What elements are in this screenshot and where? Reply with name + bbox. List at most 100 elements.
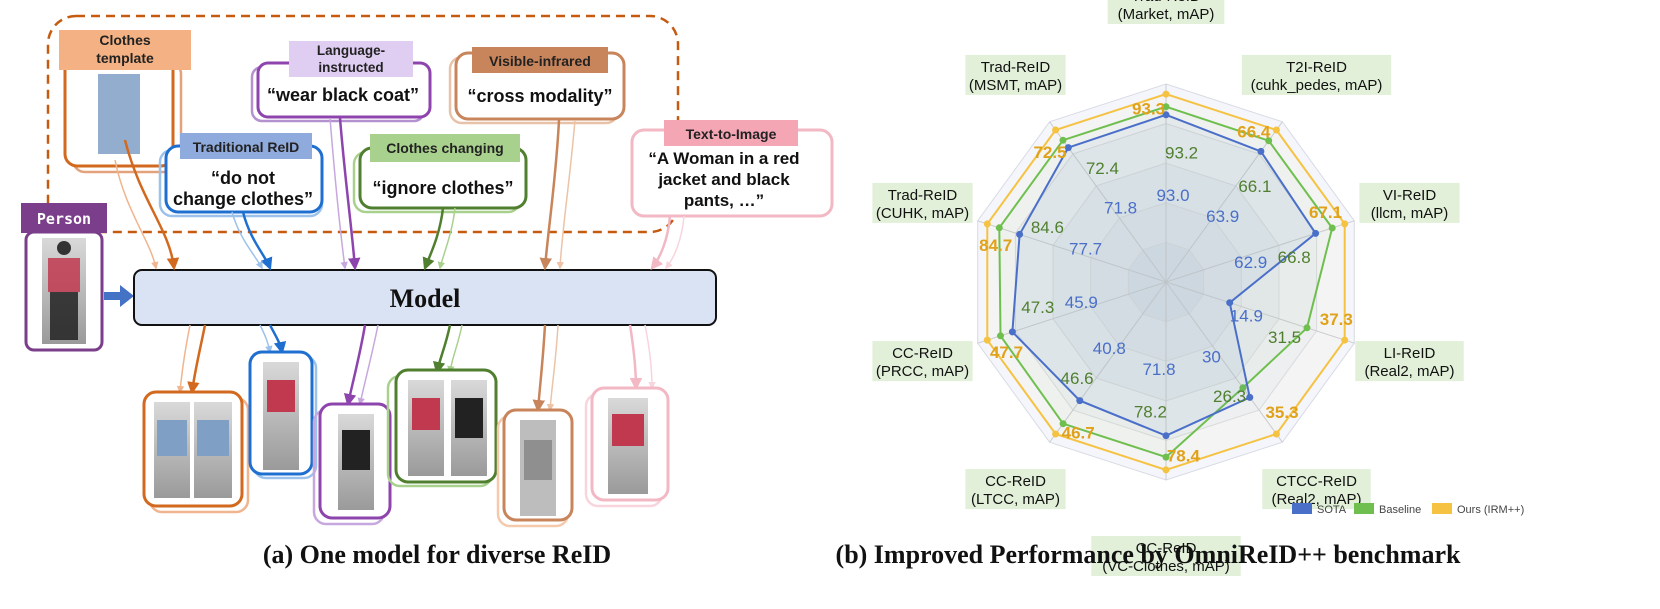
output-arrows [176, 324, 656, 413]
data-point [997, 332, 1004, 340]
clothes-template-tag-line2: template [96, 50, 154, 66]
data-point [1162, 466, 1170, 474]
data-label: 47.7 [990, 343, 1023, 362]
language-tag-line1: Language- [317, 43, 385, 58]
data-label: 67.1 [1309, 203, 1342, 222]
data-point [1059, 136, 1067, 144]
axis-label-title: CTCC-ReID [1276, 473, 1357, 490]
panel-a-caption: (a) One model for diverse ReID [263, 540, 611, 569]
data-label: 46.6 [1061, 369, 1094, 388]
clothes-changing-prompt: “ignore clothes” [372, 178, 513, 198]
data-point [1239, 384, 1247, 392]
data-point [1059, 420, 1067, 428]
person-tag: Person [37, 210, 91, 228]
legend-swatch-sota [1292, 503, 1312, 514]
data-label: 66.8 [1278, 248, 1311, 267]
task-clothes-template: Clothes template [59, 30, 191, 174]
data-label: 30 [1202, 347, 1221, 366]
axis-label-box [872, 182, 973, 223]
output-visible-infrared [496, 408, 574, 528]
traditional-tag: Traditional ReID [193, 139, 300, 155]
axis-label-box [872, 341, 973, 382]
legend-label-ours: Ours (IRM++) [1457, 504, 1524, 516]
data-point [1162, 453, 1170, 461]
axis-label-title: Trad-ReID [981, 59, 1051, 76]
task-visible-infrared: Visible-infrared “cross modality” [448, 47, 626, 125]
output-clothes-template [142, 390, 250, 514]
axis-label-subtitle: (MSMT, mAP) [969, 77, 1062, 94]
legend-label-sota: SOTA [1317, 504, 1347, 516]
task-text-to-image: Text-to-Image “A Woman in a red jacket a… [630, 120, 834, 218]
axis-label-title: CC-ReID [1136, 540, 1197, 557]
data-point [1008, 328, 1016, 336]
language-prompt: “wear black coat” [267, 85, 419, 105]
axis-label-subtitle: (Market, mAP) [1118, 6, 1215, 23]
data-label: 14.9 [1230, 307, 1263, 326]
text-to-image-prompt-line2: jacket and black [657, 170, 790, 189]
data-label: 66.4 [1237, 123, 1271, 142]
data-label: 72.4 [1086, 159, 1119, 178]
axis-label-subtitle: (LTCC, mAP) [971, 491, 1060, 508]
chart-legend: SOTA Baseline Ours (IRM++) [1292, 503, 1524, 516]
traditional-prompt-line2: change clothes” [173, 189, 313, 209]
clothes-template-tag-line1: Clothes [99, 32, 151, 48]
data-point [1272, 126, 1280, 134]
panel-b: 93.063.962.914.93071.840.845.977.771.893… [836, 0, 1524, 576]
axis-label-subtitle: (CUHK, mAP) [876, 205, 969, 222]
data-label: 26.3 [1213, 387, 1246, 406]
data-label: 84.7 [979, 236, 1012, 255]
data-point [1076, 397, 1084, 405]
data-point [1226, 299, 1234, 307]
data-point [1257, 147, 1265, 155]
data-label: 93.0 [1156, 186, 1189, 205]
data-label: 84.6 [1031, 218, 1064, 237]
data-label: 46.7 [1062, 424, 1095, 443]
text-to-image-prompt-line3: pants, …” [684, 191, 764, 210]
panel-b-caption: (b) Improved Performance by OmniReID++ b… [836, 540, 1461, 569]
data-point [1016, 230, 1024, 238]
axis-label-subtitle: (llcm, mAP) [1371, 205, 1449, 222]
legend-swatch-baseline [1354, 503, 1374, 514]
data-label: 77.7 [1069, 240, 1102, 259]
axis-label-title: Trad-ReID [888, 187, 958, 204]
axis-label-title: T2I-ReID [1286, 59, 1347, 76]
data-label: 71.8 [1142, 360, 1175, 379]
axis-label-box [1107, 0, 1225, 24]
data-point [1162, 103, 1170, 111]
text-to-image-tag: Text-to-Image [686, 126, 777, 142]
axis-label-box [1359, 182, 1460, 223]
data-point [1328, 224, 1336, 232]
data-point [1303, 324, 1311, 332]
radar-spoke [1049, 281, 1167, 443]
prompt-arrows [114, 117, 685, 271]
data-point [1162, 432, 1170, 440]
data-label: 40.8 [1093, 339, 1126, 358]
data-point [983, 220, 991, 228]
radar-spoke [1165, 121, 1283, 283]
axis-label-title: Trad-ReID [1131, 0, 1201, 5]
data-label: 37.3 [1320, 310, 1353, 329]
data-point [1341, 336, 1349, 344]
axis-label-box [965, 54, 1066, 95]
data-label: 62.9 [1234, 253, 1267, 272]
axis-label-title: LI-ReID [1384, 345, 1436, 362]
data-point [1265, 137, 1273, 145]
axis-label-title: CC-ReID [985, 473, 1046, 490]
data-label: 93.2 [1165, 143, 1198, 162]
panel-a: Clothes template Language- instructed “w… [21, 14, 834, 569]
axis-label-box [1355, 341, 1464, 382]
data-point [1052, 430, 1060, 438]
data-point [1272, 430, 1280, 438]
person-input: Person [21, 203, 107, 352]
data-label: 66.1 [1238, 177, 1271, 196]
data-point [1162, 111, 1170, 119]
radar-spoke [1165, 281, 1355, 344]
axis-label-title: CC-ReID [892, 345, 953, 362]
visible-infrared-prompt: “cross modality” [467, 86, 612, 106]
radar-spoke [1165, 281, 1283, 443]
data-label: 72.5 [1033, 143, 1066, 162]
data-point [1052, 126, 1060, 134]
model-label: Model [390, 284, 461, 313]
traditional-prompt-line1: “do not [211, 168, 275, 188]
